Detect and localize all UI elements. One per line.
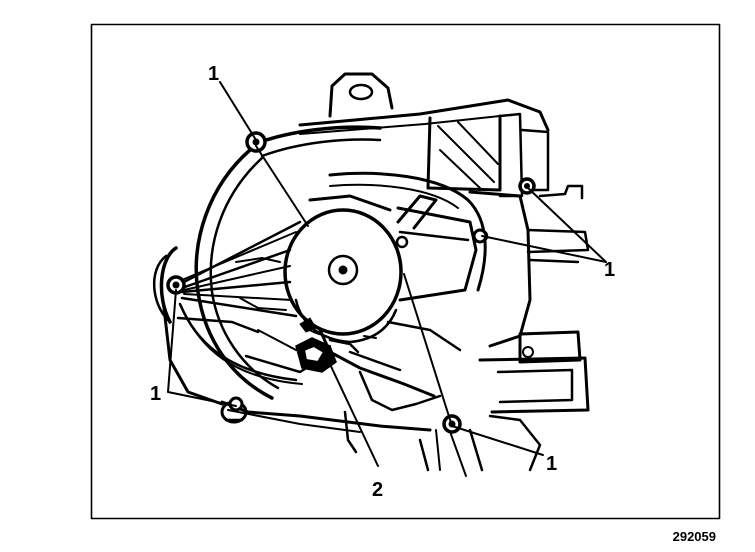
callout-label-fastener-right: 1	[604, 259, 615, 281]
wire-harness	[178, 220, 318, 385]
callout-label-fastener-top-left: 1	[208, 63, 219, 85]
blower-motor	[283, 194, 489, 412]
figure-id: 292059	[673, 529, 716, 544]
electrical-connector	[295, 317, 360, 373]
blower-scroll	[194, 125, 487, 400]
callout-label-fastener-left: 1	[150, 383, 161, 405]
callout-label-connector: 2	[372, 479, 383, 501]
leader-lines	[167, 81, 607, 467]
fastener-top-left	[245, 131, 267, 153]
blower-housing	[152, 72, 590, 477]
flange-screw-hole	[395, 235, 409, 249]
diagram-frame	[90, 23, 721, 520]
fastener-bottom-left	[228, 396, 244, 412]
callout-label-fastener-bottom-right: 1	[546, 453, 557, 475]
fastener-left	[166, 275, 186, 295]
